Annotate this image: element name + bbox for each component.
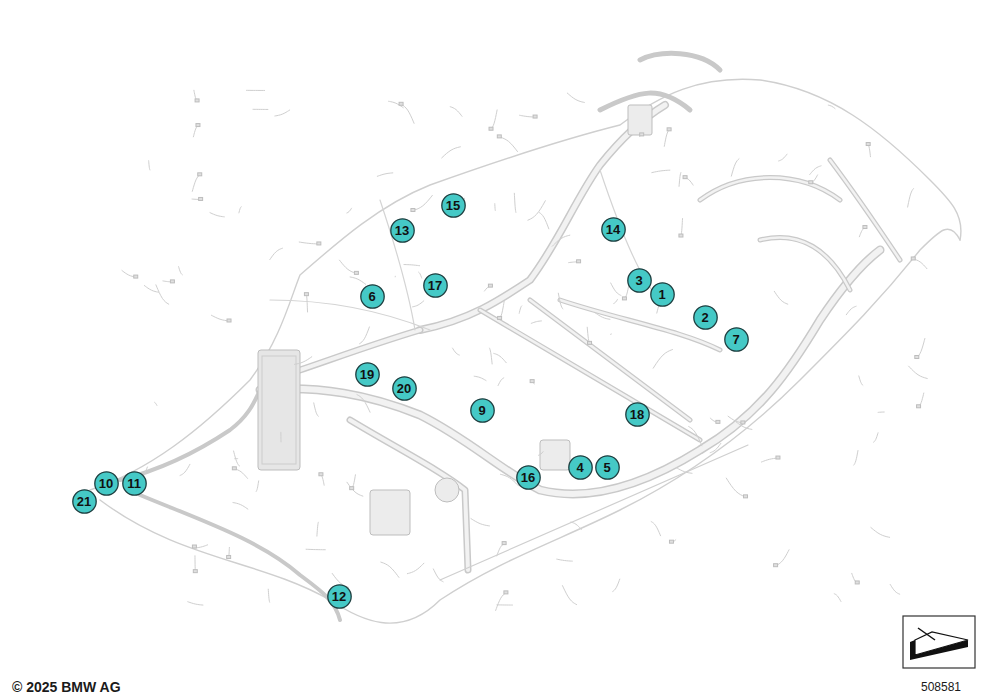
- callout-number: 5: [595, 455, 620, 480]
- callout-fill: [122, 471, 145, 494]
- callout-number: 7: [724, 327, 749, 352]
- callout-fill: [627, 268, 650, 291]
- callout-number: 16: [516, 465, 541, 490]
- callout-number: 11: [122, 471, 147, 496]
- callout-fill: [595, 455, 618, 478]
- callout-number: 20: [392, 376, 417, 401]
- callout-number: 3: [627, 268, 652, 293]
- view-icon: [903, 616, 975, 668]
- callout-fill: [94, 471, 117, 494]
- callout-fill: [360, 284, 383, 307]
- callout-fill: [327, 584, 350, 607]
- callout-circle: 4: [568, 455, 593, 480]
- callout-fill: [625, 402, 648, 425]
- callout-fill: [390, 218, 413, 241]
- callout-number: 14: [601, 217, 626, 242]
- callout-circle: 1: [650, 282, 675, 307]
- callout-circle: 13: [390, 218, 415, 243]
- callout-circle: 20: [392, 376, 417, 401]
- diagram-number: 508581: [921, 680, 961, 694]
- callout-number: 17: [423, 273, 448, 298]
- callout-circle: 6: [360, 284, 385, 309]
- callout-circle: 21: [72, 489, 97, 514]
- callout-fill: [601, 217, 624, 240]
- callout-number: 2: [693, 305, 718, 330]
- callout-circle: 11: [122, 471, 147, 496]
- callout-circle: 14: [601, 217, 626, 242]
- callout-number: 10: [94, 471, 119, 496]
- callout-number: 18: [625, 402, 650, 427]
- callout-circle: 12: [327, 584, 352, 609]
- callout-circle: 7: [724, 327, 749, 352]
- callout-fill: [423, 273, 446, 296]
- callout-fill: [355, 362, 378, 385]
- callout-circle: 18: [625, 402, 650, 427]
- callout-number: 4: [568, 455, 593, 480]
- callout-circle: 9: [470, 398, 495, 423]
- callout-fill: [470, 398, 493, 421]
- callout-number: 13: [390, 218, 415, 243]
- callout-number: 21: [72, 489, 97, 514]
- callout-fill: [650, 282, 673, 305]
- callout-circle: 2: [693, 305, 718, 330]
- callout-circle: 16: [516, 465, 541, 490]
- callout-circle: 19: [355, 362, 380, 387]
- callout-fill: [568, 455, 591, 478]
- callout-circle: 3: [627, 268, 652, 293]
- callout-circle: 10: [94, 471, 119, 496]
- callout-fill: [72, 489, 95, 512]
- callout-number: 9: [470, 398, 495, 423]
- callout-fill: [516, 465, 539, 488]
- callout-number: 19: [355, 362, 380, 387]
- callout-circle: 17: [423, 273, 448, 298]
- callout-number: 15: [441, 193, 466, 218]
- callout-fill: [441, 193, 464, 216]
- copyright-note: © 2025 BMW AG: [12, 679, 121, 695]
- callout-circle: 5: [595, 455, 620, 480]
- callout-fill: [724, 327, 747, 350]
- callout-circle: 15: [441, 193, 466, 218]
- callout-number: 12: [327, 584, 352, 609]
- callout-fill: [693, 305, 716, 328]
- callout-fill: [392, 376, 415, 399]
- callout-number: 6: [360, 284, 385, 309]
- callout-number: 1: [650, 282, 675, 307]
